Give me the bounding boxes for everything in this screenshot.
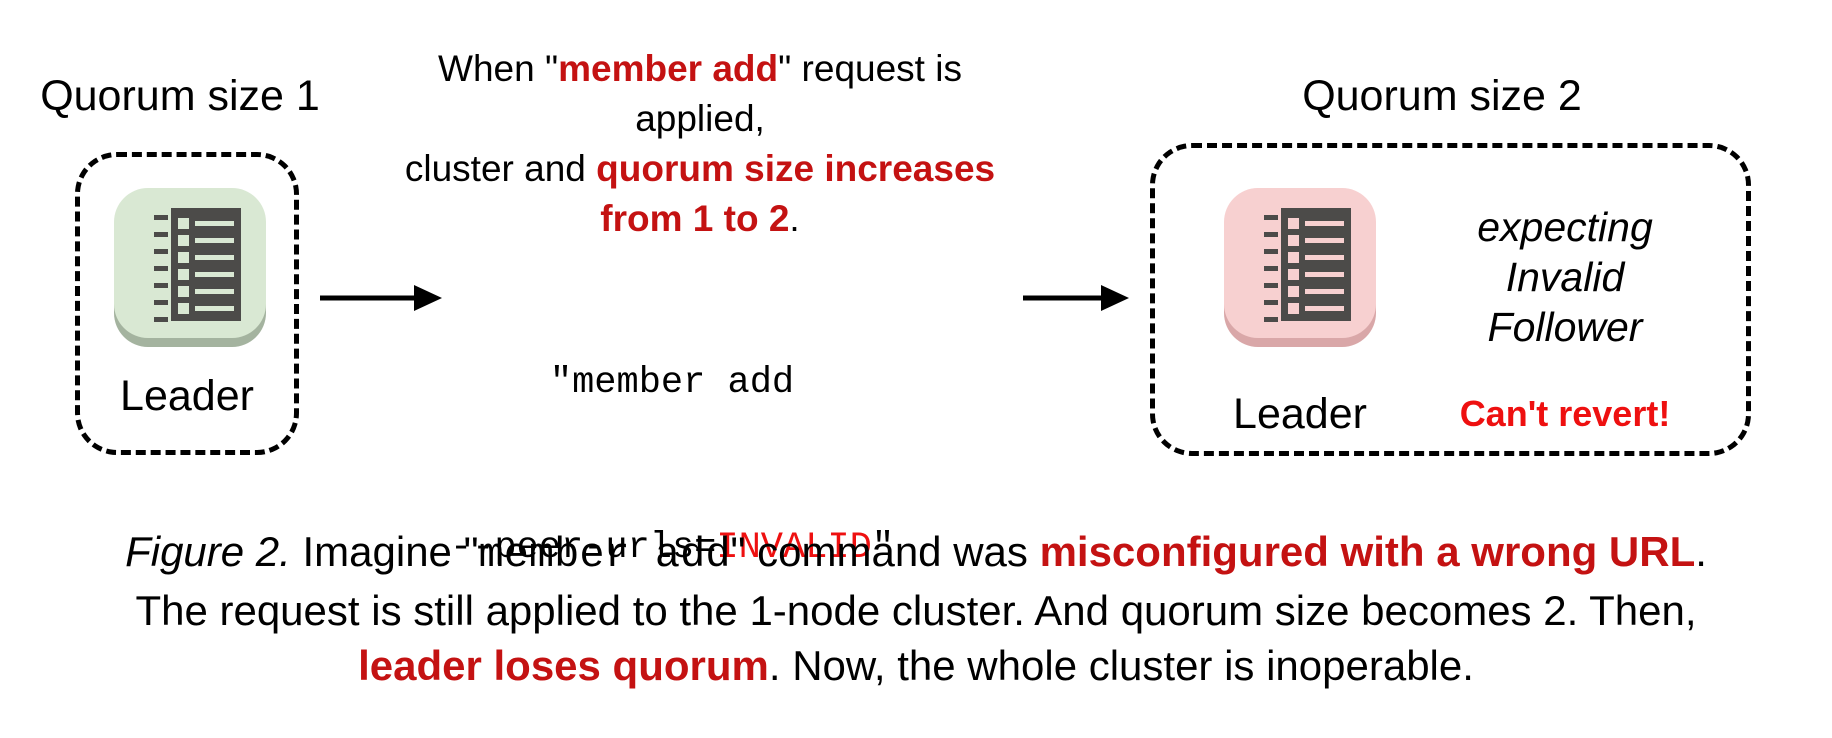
expecting-line: Follower [1487,304,1643,350]
expecting-follower-note: expecting Invalid Follower [1410,202,1720,352]
leader-node [114,188,266,347]
right-cluster-title: Quorum size 2 [1302,72,1582,120]
cant-revert-warning: Can't revert! [1459,393,1671,434]
member-add-command: "member add --peer-urls=INVALID" [372,246,972,631]
arrow-right-icon [1023,285,1129,311]
transition-note-line: from 1 to 2. [600,198,800,239]
transition-note-line: cluster and quorum size increases [404,148,996,189]
command-line: --peer-urls=INVALID" [449,527,895,569]
command-line: "member add [549,362,795,404]
arrow-right-icon [320,285,442,311]
leader-node-invalid [1224,188,1376,347]
transition-note-line: When "member add" request is applied, [438,48,962,139]
transition-note: When "member add" request is applied, cl… [390,44,1010,244]
caption-line: The request is still applied to the 1-no… [135,587,1697,634]
ledger-icon [1224,188,1376,347]
caption-line: leader loses quorum. Now, the whole clus… [358,642,1474,689]
right-leader-label: Leader [1233,390,1367,438]
expecting-line: expecting [1477,204,1653,250]
figure-caption: Figure 2. Imagine "member add" command w… [0,524,1832,693]
expecting-line: Invalid [1505,254,1625,300]
left-cluster-box [75,152,299,455]
right-cluster-box [1150,143,1751,456]
caption-line: Figure 2. Imagine "member add" command w… [125,528,1707,579]
left-leader-label: Leader [120,372,254,420]
left-cluster-title: Quorum size 1 [40,72,320,120]
ledger-icon [114,188,266,347]
